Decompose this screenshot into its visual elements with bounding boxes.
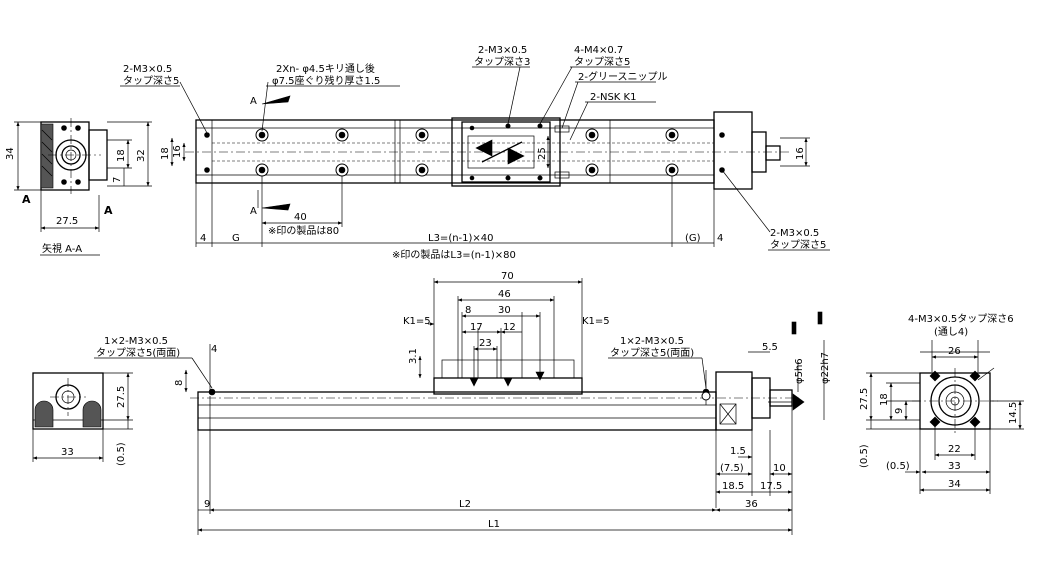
section-a-left: A (22, 193, 31, 206)
note-l3-mark: ※印の製品はL3=(n-1)×80 (392, 248, 516, 261)
plan-view: 2-M3×0.5 タップ深さ5 2Xn- φ4.5キリ通し後 φ7.5座ぐり残り… (120, 45, 830, 261)
dim-5-5: 5.5 (762, 342, 778, 353)
note-tap-depth-3: タップ深さ3 (474, 56, 530, 68)
dim-l3: L3=(n-1)×40 (428, 233, 494, 244)
end-view-left: 27.5 33 (0.5) (32, 372, 133, 466)
dim-8b-front: 8 (174, 380, 185, 386)
note-mark-80: ※印の製品は80 (268, 224, 339, 237)
note-end-tap: 4-M3×0.5タップ深さ6 (908, 313, 1014, 325)
dim-g-paren: (G) (685, 233, 701, 244)
dim-4-right: 4 (717, 233, 723, 244)
note-side-tap-depth-right: タップ深さ5(両面) (610, 347, 694, 359)
dim-36: 36 (745, 499, 758, 510)
note-side-tap-right: 1×2-M3×0.5 (620, 336, 684, 347)
dim-8-front: 8 (465, 305, 471, 316)
dim-27-5-left: 27.5 (116, 386, 127, 408)
motor-flange-outline (88, 129, 108, 181)
shaft-plan (765, 145, 781, 161)
counterbore-holes (255, 128, 679, 177)
note-2xn-hole: 2Xn- φ4.5キリ通し後 (276, 62, 375, 75)
dim-17: 17 (470, 322, 483, 333)
dim-34: 34 (5, 147, 16, 160)
end-view-outline (32, 372, 104, 430)
end-view-right: 4-M3×0.5タップ深さ6 (通し4) 26 27.5 18 9 14.5 2… (859, 313, 1024, 494)
dim-33-right: 33 (948, 461, 961, 472)
dim-0-5-right-v: (0.5) (859, 444, 870, 468)
section-a-bottom: A (250, 206, 257, 217)
note-2-m3-top: 2-M3×0.5 (123, 64, 172, 75)
note-side-tap-depth-left: タップ深さ5(両面) (96, 347, 180, 359)
note-side-tap-left: 1×2-M3×0.5 (104, 336, 168, 347)
dim-32: 32 (136, 149, 147, 162)
note-tap-depth-right: タップ深さ5 (770, 239, 826, 251)
dim-12: 12 (503, 322, 516, 333)
dim-7: 7 (112, 177, 123, 183)
dim-40: 40 (294, 212, 307, 223)
dim-phi22h7: φ22h7 (820, 352, 831, 384)
dim-l2: L2 (459, 499, 471, 510)
dim-25: 25 (537, 147, 548, 160)
dim-33-left: 33 (61, 447, 74, 458)
dim-46: 46 (498, 289, 511, 300)
dim-34-right: 34 (948, 479, 961, 490)
dim-14-5: 14.5 (1008, 402, 1019, 424)
slider-table (451, 117, 561, 187)
view-label: 矢視 A-A (42, 242, 82, 255)
dim-18-plan: 18 (160, 147, 171, 160)
dim-k1-right: K1=5 (582, 316, 610, 327)
note-nsk: 2-NSK K1 (590, 92, 636, 103)
section-a-top: A (250, 96, 257, 107)
dim-23: 23 (479, 338, 492, 349)
dim-9: 9 (204, 499, 210, 510)
dim-0-5-left: (0.5) (116, 442, 127, 466)
dim-27-5: 27.5 (56, 216, 78, 227)
dim-9-right: 9 (894, 408, 905, 414)
section-a-right: A (104, 204, 113, 217)
note-grease: 2-グリースニップル (578, 70, 667, 83)
dim-7-5: (7.5) (720, 463, 744, 474)
hatched-section (40, 123, 54, 189)
front-view: 70 46 30 8 17 12 23 K1=5 K1=5 3.1 1×2-M3… (94, 271, 831, 535)
dim-l1: L1 (488, 519, 500, 530)
dim-10: 10 (773, 463, 786, 474)
dim-1-5: 1.5 (730, 446, 746, 457)
note-2-m3-right: 2-M3×0.5 (770, 228, 819, 239)
end-block-plan (713, 111, 753, 190)
dim-3-1: 3.1 (408, 348, 419, 364)
dim-18-5: 18.5 (722, 481, 744, 492)
view-a-a: 34 18 32 7 27.5 A A 矢視 A-A (5, 118, 152, 256)
dim-4-left: 4 (200, 233, 206, 244)
dim-70: 70 (501, 271, 514, 282)
dim-g: G (232, 233, 240, 244)
dim-18-right: 18 (879, 393, 890, 406)
dim-16-plan: 16 (172, 145, 183, 158)
note-tap-depth-5b: タップ深さ5 (574, 56, 630, 68)
dim-22: 22 (948, 444, 961, 455)
note-2-m3-center: 2-M3×0.5 (478, 45, 527, 56)
dim-26: 26 (948, 346, 961, 357)
dim-0-5-right-h: (0.5) (886, 461, 910, 472)
note-tap-depth-top: タップ深さ5 (123, 75, 179, 87)
dim-30: 30 (498, 305, 511, 316)
dim-27-5-right: 27.5 (859, 388, 870, 410)
dim-4-front: 4 (211, 344, 217, 355)
dim-phi5h6: φ5h6 (794, 358, 805, 384)
rail-outline (195, 119, 715, 184)
note-2xn-counterbore: φ7.5座ぐり残り厚さ1.5 (272, 74, 380, 87)
note-4-m4: 4-M4×0.7 (574, 45, 623, 56)
dim-18: 18 (116, 149, 127, 162)
dim-16-shaft: 16 (795, 147, 806, 160)
dim-k1-left: K1=5 (403, 316, 431, 327)
dim-17-5: 17.5 (760, 481, 782, 492)
note-end-tap-sub: (通し4) (934, 326, 968, 338)
